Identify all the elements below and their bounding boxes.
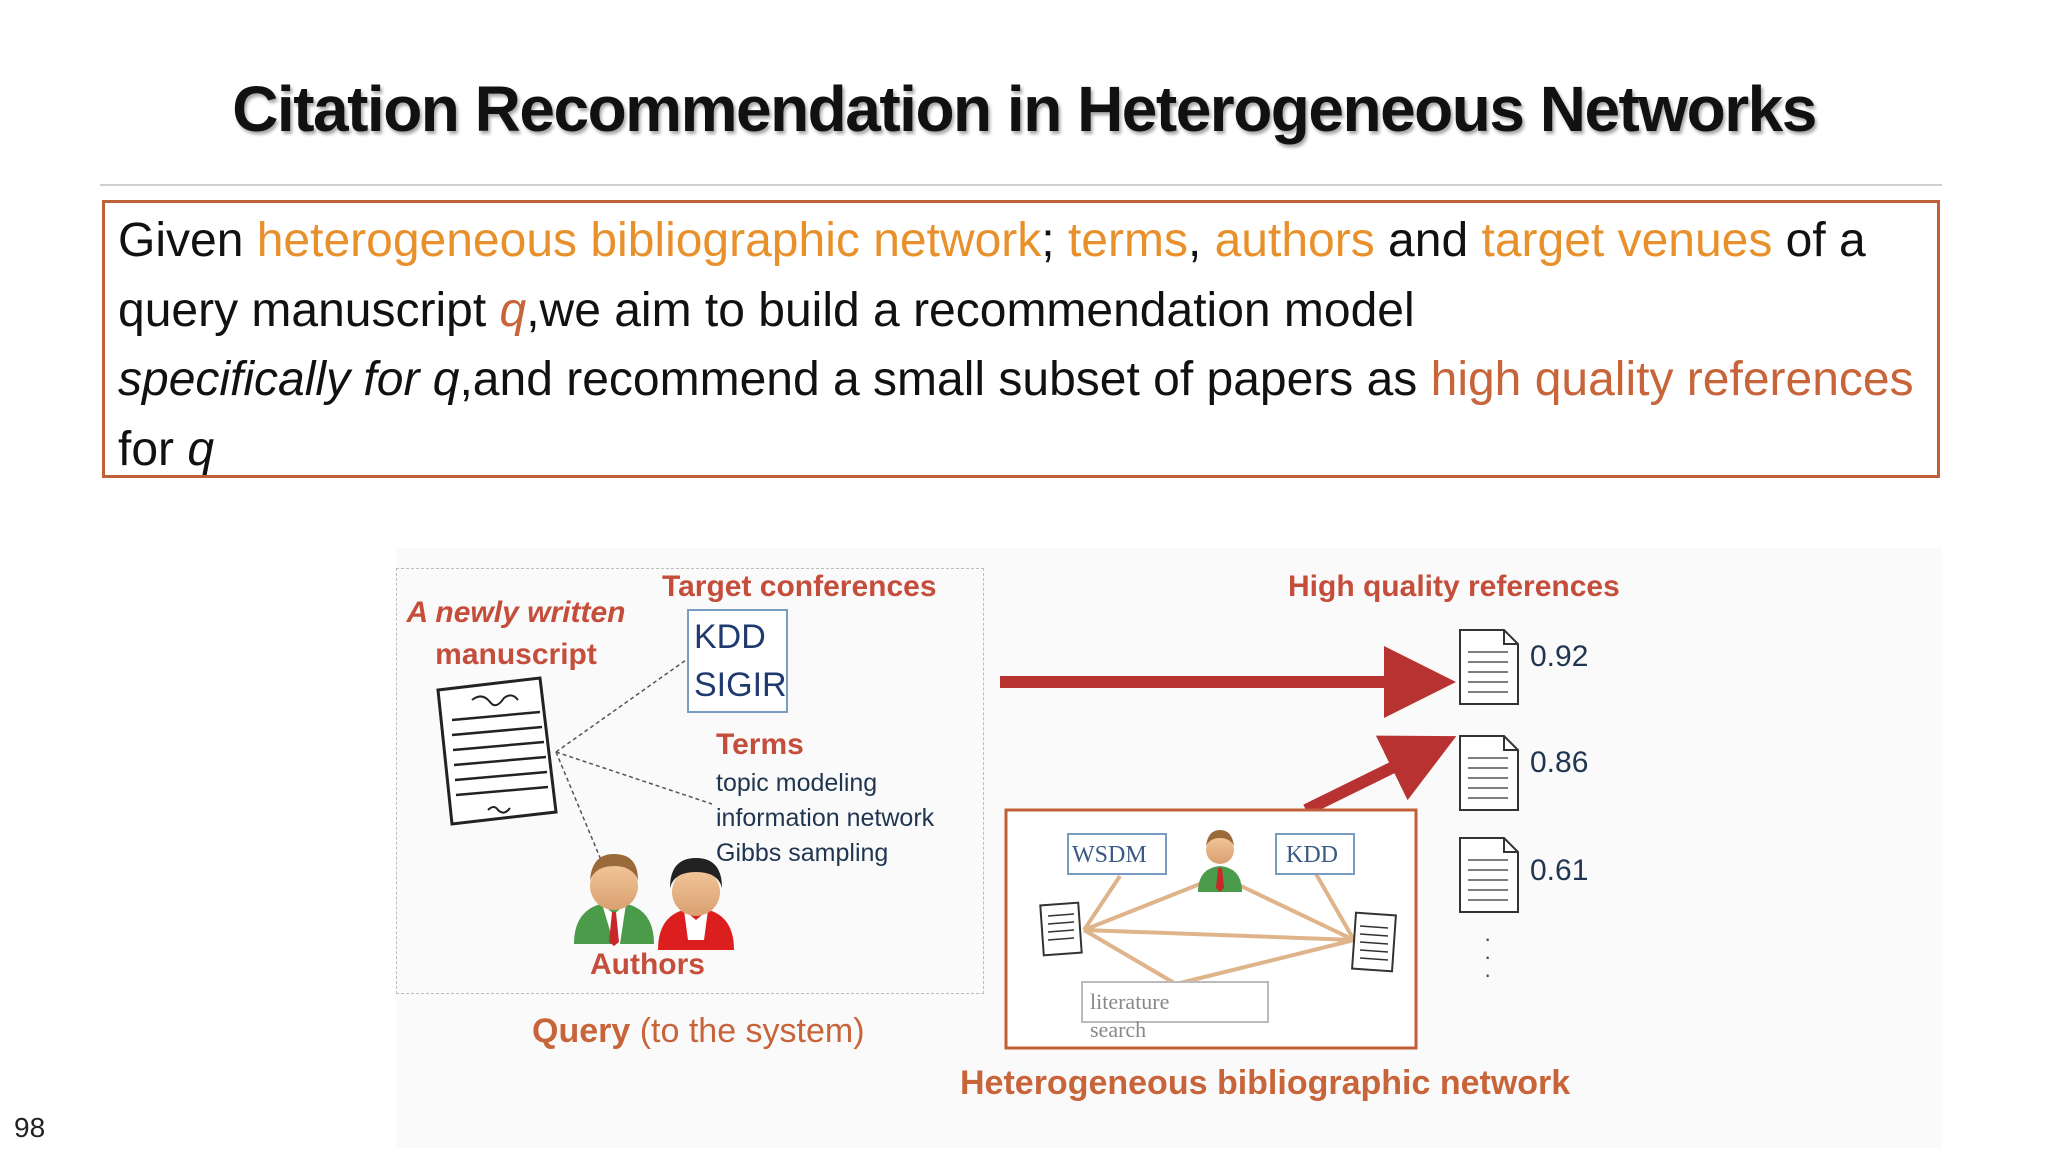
query-caption-rest: (to the system) <box>630 1012 865 1050</box>
score-2: 0.86 <box>1530 746 1589 779</box>
manuscript-label: A newly written manuscript <box>396 592 636 676</box>
network-node-wsdm-label: WSDM <box>1072 842 1147 868</box>
def-q2: q <box>187 422 215 476</box>
def-recommend: ,and recommend a small subset of papers … <box>459 353 1431 406</box>
network-edges <box>1082 873 1356 986</box>
network-caption: Heterogeneous bibliographic network <box>960 1064 1571 1102</box>
query-caption-bold: Query <box>532 1012 631 1050</box>
slide-title: Citation Recommendation in Heterogeneous… <box>232 73 1817 145</box>
def-specifically: specifically for q <box>118 353 460 406</box>
author-icon-red <box>658 858 734 950</box>
network-doc-icon-right <box>1351 911 1397 973</box>
query-caption: Query (to the system) <box>532 1012 865 1051</box>
result-doc-icon-2 <box>1459 735 1519 811</box>
def-terms: terms <box>1067 214 1188 267</box>
authors-label: Authors <box>590 948 705 981</box>
conference-box <box>687 609 788 713</box>
manuscript-label-line1: A newly written <box>406 596 626 629</box>
def-of-query: of a query manuscript <box>118 214 1866 337</box>
recommend-arrows <box>1000 646 1457 816</box>
score-3: 0.61 <box>1530 854 1589 887</box>
author-icon-green <box>574 854 654 946</box>
network-node-kdd-label: KDD <box>1286 842 1338 868</box>
def-network: heterogeneous bibliographic network <box>256 214 1042 267</box>
result-doc-icon-1 <box>1459 629 1519 705</box>
title-divider <box>100 184 1942 186</box>
manuscript-label-line2: manuscript <box>435 638 597 671</box>
definition-box <box>102 200 1940 478</box>
query-dashed-box <box>396 568 984 994</box>
network-node-kdd <box>1275 833 1355 875</box>
def-target-venues: target venues <box>1481 214 1773 267</box>
conference-kdd: KDD <box>694 618 766 656</box>
conference-sigir: SIGIR <box>694 666 787 704</box>
literature-search-line2: search <box>1090 1017 1147 1042</box>
network-doc-icon-left <box>1039 901 1083 957</box>
def-and: and <box>1374 214 1482 267</box>
score-1: 0.92 <box>1530 640 1589 673</box>
query-connectors <box>555 659 713 873</box>
def-authors: authors <box>1214 214 1375 267</box>
results-label: High quality references <box>1288 570 1620 603</box>
manuscript-icon <box>436 676 558 826</box>
literature-search-box <box>1081 981 1269 1023</box>
def-semicolon: ; <box>1041 214 1068 267</box>
target-conferences-label: Target conferences <box>662 570 937 603</box>
definition-text: Given heterogeneous bibliographic networ… <box>118 206 1918 484</box>
terms-label: Terms <box>716 728 804 761</box>
def-hq-refs: high quality references <box>1430 353 1914 406</box>
network-node-wsdm <box>1067 833 1167 875</box>
literature-search-label: literature search <box>1090 988 1169 1044</box>
def-given: Given <box>118 214 257 267</box>
def-aim: ,we aim to build a recommendation model <box>526 283 1415 337</box>
term-item: topic modeling <box>716 769 878 797</box>
literature-search-line1: literature <box>1090 989 1170 1014</box>
term-item: information network <box>716 804 935 832</box>
page-number: 98 <box>14 1112 46 1143</box>
result-doc-icon-3 <box>1459 837 1519 913</box>
term-item: Gibbs sampling <box>716 839 889 867</box>
more-results-ellipsis: · · · <box>1484 926 1492 987</box>
def-q: q <box>499 283 527 337</box>
def-comma: , <box>1187 214 1215 267</box>
def-for: for <box>118 422 188 476</box>
terms-list: topic modeling information network Gibbs… <box>716 766 934 871</box>
network-author-icon <box>1198 830 1242 892</box>
